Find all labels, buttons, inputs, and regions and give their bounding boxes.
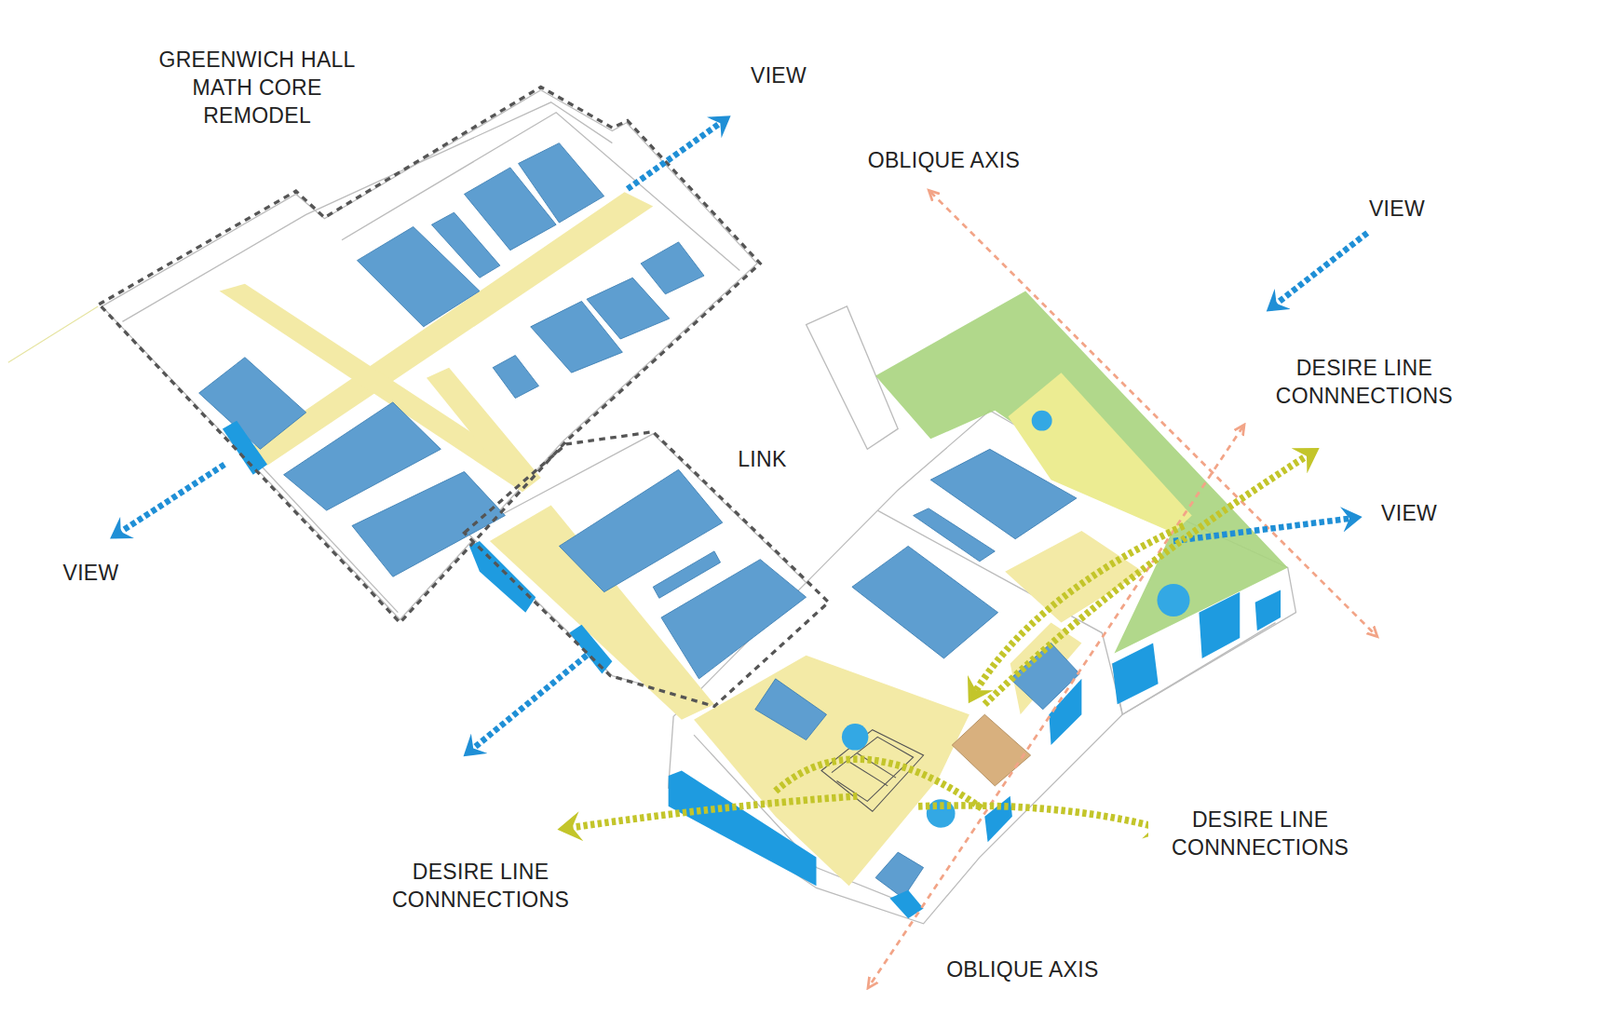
drawing-polygon bbox=[1111, 643, 1158, 706]
drawing-line bbox=[114, 464, 225, 537]
drawing-polygon bbox=[492, 355, 539, 399]
drawing-polygon bbox=[668, 770, 817, 886]
drawing-line bbox=[8, 306, 98, 363]
drawing-g bbox=[199, 143, 1081, 899]
drawing-line bbox=[930, 191, 1376, 636]
drawing-path bbox=[563, 796, 858, 829]
drawing-path bbox=[984, 451, 1315, 706]
drawing-polygon bbox=[586, 277, 670, 339]
drawing-polyline bbox=[122, 102, 612, 323]
drawing-polygon bbox=[469, 541, 536, 613]
drawing-polygon bbox=[98, 86, 760, 623]
annotation-label: VIEW bbox=[60, 558, 123, 589]
drawing-line bbox=[869, 426, 1244, 986]
annotation-label: DESIRE LINE CONNNECTIONS bbox=[368, 857, 594, 916]
drawing-g bbox=[821, 730, 924, 813]
drawing-polygon bbox=[640, 242, 705, 295]
drawing-polygon bbox=[518, 143, 605, 223]
drawing-polygon bbox=[875, 852, 923, 898]
drawing-polygon bbox=[652, 551, 720, 598]
drawing-polygon bbox=[1198, 592, 1240, 659]
drawing-polygon bbox=[569, 624, 612, 675]
drawing-circle bbox=[1156, 583, 1190, 617]
annotation-label: OBLIQUE AXIS bbox=[943, 955, 1101, 986]
drawing-g bbox=[102, 90, 1297, 924]
drawing-g bbox=[869, 191, 1376, 986]
drawing-polygon bbox=[199, 357, 307, 450]
drawing-polygon bbox=[222, 420, 268, 475]
drawing-polygon bbox=[755, 678, 828, 741]
drawing-polygon bbox=[693, 655, 970, 887]
annotation-label: GREENWICH HALL MATH CORE REMODEL bbox=[140, 45, 375, 132]
drawing-circle bbox=[841, 723, 868, 750]
drawing-line bbox=[467, 655, 587, 754]
drawing-g bbox=[114, 118, 1368, 754]
annotation-label: VIEW bbox=[747, 61, 810, 92]
annotation-label: VIEW bbox=[1378, 499, 1440, 529]
drawing-polygon bbox=[464, 432, 829, 707]
drawing-path bbox=[971, 526, 1184, 699]
annotation-label: OBLIQUE AXIS bbox=[865, 146, 1023, 177]
drawing-path bbox=[775, 759, 982, 809]
drawing-polygon bbox=[1255, 590, 1281, 632]
drawing-polygon bbox=[821, 730, 924, 813]
annotation-label: DESIRE LINE CONNNECTIONS bbox=[1251, 353, 1477, 412]
drawing-polygon bbox=[951, 714, 1031, 787]
drawing-g bbox=[222, 420, 1281, 920]
drawing-g bbox=[98, 86, 828, 706]
drawing-polygon bbox=[852, 545, 999, 659]
drawing-g bbox=[563, 451, 1315, 829]
annotation-label: LINK bbox=[734, 445, 789, 475]
drawing-polyline bbox=[831, 736, 914, 801]
drawing-path bbox=[918, 805, 1164, 829]
drawing-polygon bbox=[102, 90, 758, 621]
annotation-label: VIEW bbox=[1366, 194, 1428, 225]
drawing-line bbox=[627, 118, 727, 190]
drawing-polygon bbox=[913, 508, 996, 562]
drawing-line bbox=[1270, 232, 1368, 309]
annotation-label: DESIRE LINE CONNNECTIONS bbox=[1148, 805, 1373, 864]
drawing-circle bbox=[1031, 410, 1053, 432]
